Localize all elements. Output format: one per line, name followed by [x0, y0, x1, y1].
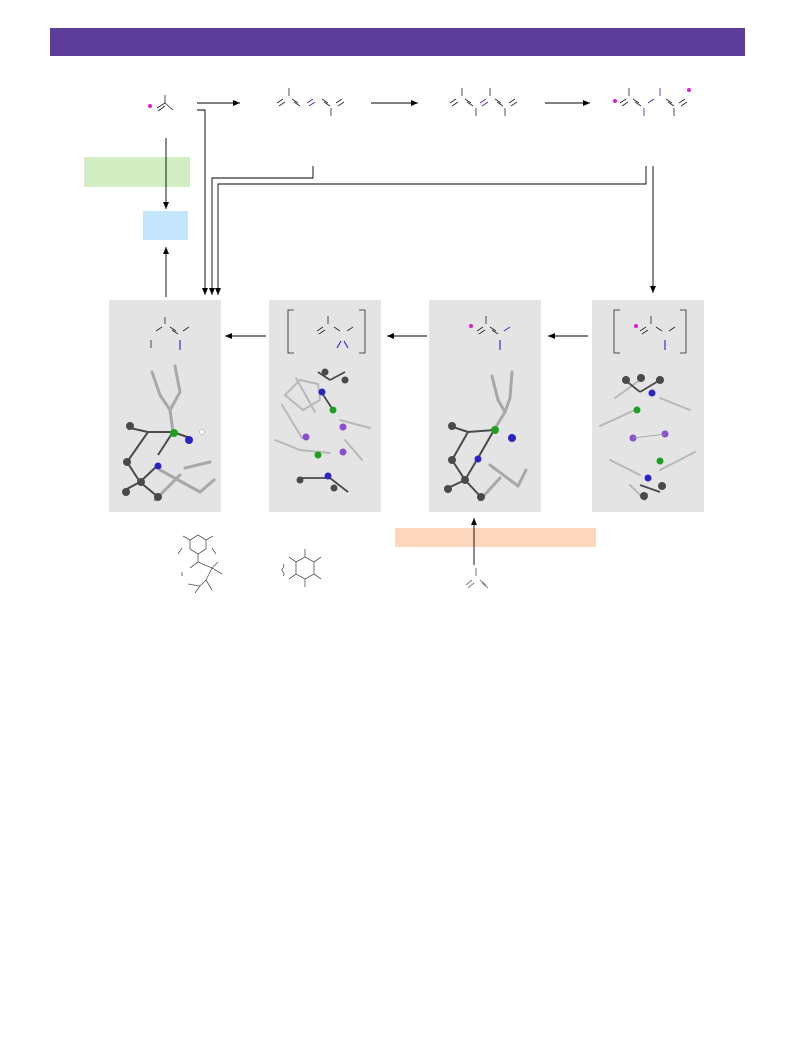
panel3-molecule	[469, 316, 511, 350]
nitrogen-atom	[154, 462, 162, 470]
header-bar	[50, 28, 745, 56]
radical-dot	[634, 324, 638, 328]
substituent-sketch-2	[281, 549, 322, 587]
connector-lines	[163, 109, 656, 565]
reagent-sketch	[465, 568, 489, 589]
top-molecule-1	[148, 95, 174, 112]
radical-dot	[687, 88, 691, 92]
panel1-crystal-structure	[122, 364, 216, 502]
green-condition-box	[84, 157, 190, 187]
panel4-molecule	[613, 309, 687, 354]
orange-reagent-box	[395, 528, 596, 547]
boron-atom	[170, 429, 178, 437]
top-molecule-3	[449, 88, 518, 116]
panel3-crystal-structure	[444, 370, 528, 502]
panel4-crystal-structure	[599, 374, 696, 501]
top-molecule-2	[276, 88, 345, 116]
radical-dot	[613, 99, 617, 103]
panel2-molecule	[287, 309, 366, 354]
structure-panel-1	[109, 300, 221, 512]
radical-dot	[469, 324, 473, 328]
radical-dot	[148, 104, 152, 108]
nitrogen-atom	[185, 436, 193, 444]
substituent-sketch-1	[177, 534, 223, 594]
panel2-crystal-structure	[274, 368, 371, 493]
top-molecule-4	[613, 88, 691, 116]
panel1-molecule	[150, 317, 190, 350]
blue-product-box	[143, 211, 188, 240]
